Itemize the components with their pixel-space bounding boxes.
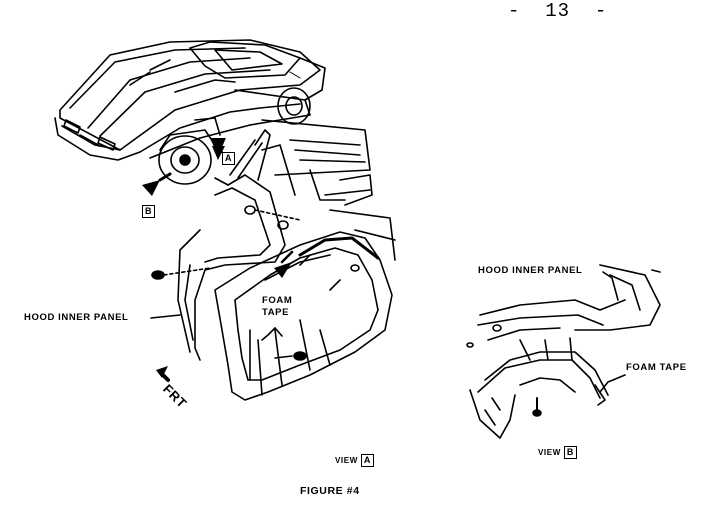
figure-caption: FIGURE #4 [300,485,360,497]
view-b-letter: B [563,446,577,459]
callout-b: B [142,205,156,218]
hood-inner-panel-detail-label: HOOD INNER PANEL [478,265,583,276]
view-b-drawing [467,265,660,438]
callout-a: A [222,152,236,165]
view-a-letter: A [360,454,374,467]
car-illustration [55,40,325,184]
page-number: - 13 - [508,0,608,22]
view-b-word: VIEW [538,448,561,457]
view-a-word: VIEW [335,456,358,465]
foam-tape-label-line2: TAPE [262,307,290,318]
foam-tape-label-line1: FOAM [262,295,293,306]
view-a-drawing [151,120,395,400]
hood-inner-panel-label: HOOD INNER PANEL [24,312,129,323]
foam-tape-detail-label: FOAM TAPE [626,362,687,373]
